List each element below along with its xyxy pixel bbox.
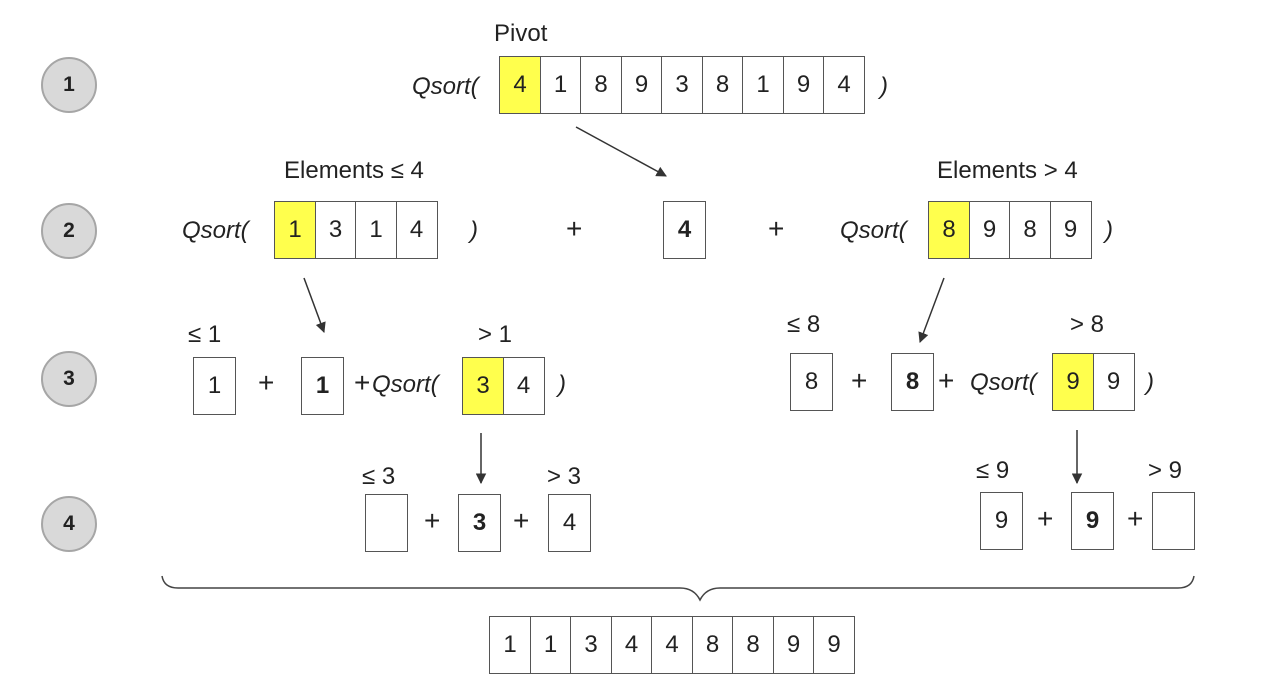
row4-right-pivot-box: 9 [1071,492,1114,550]
arrow-row2-left-pivot [303,277,326,333]
row4-right-plus-1: + [1037,503,1054,534]
row3-left-cell: 4 [502,357,545,415]
row3-left-qsort-label: Qsort( [372,371,439,398]
row2-pivot-box: 4 [663,201,706,259]
row2-right-cell: 9 [1049,201,1092,259]
row4-right-le-box: 9 [980,492,1023,550]
row2-right-close-paren: ) [1105,217,1113,244]
gt-8-label: > 8 [1070,311,1105,338]
row4-left-gt-box: 4 [548,494,591,552]
result-cell: 3 [570,616,612,674]
elements-gt-4-label: Elements > 4 [937,157,1078,184]
row1-cell: 8 [701,56,744,114]
row3-left-close-paren: ) [558,371,566,398]
result-cell: 9 [772,616,815,674]
result-cell: 4 [651,616,693,674]
row2-right-qsort-label: Qsort( [840,217,907,244]
gt-1-label: > 1 [478,321,513,348]
row4-left-le-box [365,494,408,552]
step-1-badge: 1 [41,57,97,113]
row2-plus-1: + [566,213,583,244]
result-cell: 4 [610,616,653,674]
row3-left-plus-2: + [354,367,371,398]
result-cell: 9 [813,616,855,674]
combine-brace [161,575,1195,602]
row2-left-array: 1 3 1 4 [274,201,438,259]
row2-left-cell: 4 [395,201,438,259]
row3-left-pivot-box: 1 [301,357,344,415]
row3-right-plus-2: + [938,365,955,396]
row4-left-plus-2: + [513,505,530,536]
row2-left-cell: 1 [274,201,316,259]
row4-right-plus-2: + [1127,503,1144,534]
row2-left-cell: 3 [314,201,357,259]
row2-left-close-paren: ) [470,217,478,244]
le-3-label: ≤ 3 [362,463,396,490]
arrow-row2-right-pivot [918,277,945,343]
row1-cell: 4 [823,56,865,114]
elements-le-4-label: Elements ≤ 4 [284,157,424,184]
row2-right-cell: 9 [968,201,1011,259]
step-2-badge: 2 [41,203,97,259]
row3-left-plus-1: + [258,367,275,398]
step-3-badge: 3 [41,351,97,407]
row3-left-le-box: 1 [193,357,236,415]
row3-right-close-paren: ) [1146,369,1154,396]
row3-left-cell: 3 [462,357,504,415]
row1-cell: 1 [539,56,582,114]
row2-right-array: 8 9 8 9 [928,201,1092,259]
row2-plus-2: + [768,213,785,244]
row4-left-pivot-box: 3 [458,494,501,552]
row2-left-cell: 1 [355,201,397,259]
result-array: 1 1 3 4 4 8 8 9 9 [489,616,855,674]
row2-right-cell: 8 [928,201,970,259]
result-cell: 8 [691,616,734,674]
row3-right-le-box: 8 [790,353,833,411]
row3-left-array: 3 4 [462,357,545,415]
row1-close-paren: ) [880,73,888,100]
row3-right-array: 9 9 [1052,353,1135,411]
row3-right-plus-1: + [851,365,868,396]
result-cell: 1 [489,616,531,674]
result-cell: 1 [529,616,572,674]
row3-right-pivot-box: 8 [891,353,934,411]
gt-9-label: > 9 [1148,457,1183,484]
row2-right-cell: 8 [1009,201,1051,259]
row4-right-gt-box [1152,492,1195,550]
row1-cell: 4 [499,56,541,114]
row1-array: 4 1 8 9 3 8 1 9 4 [499,56,865,114]
row1-cell: 8 [580,56,622,114]
step-4-badge: 4 [41,496,97,552]
row4-left-plus-1: + [424,505,441,536]
le-1-label: ≤ 1 [188,321,222,348]
gt-3-label: > 3 [547,463,582,490]
row1-cell: 9 [620,56,663,114]
row1-qsort-label: Qsort( [412,73,479,100]
arrow-row1-pivot [575,126,667,177]
le-8-label: ≤ 8 [787,311,821,338]
le-9-label: ≤ 9 [976,457,1010,484]
row3-right-cell: 9 [1092,353,1135,411]
row3-right-qsort-label: Qsort( [970,369,1037,396]
row2-left-qsort-label: Qsort( [182,217,249,244]
pivot-label: Pivot [494,20,548,47]
